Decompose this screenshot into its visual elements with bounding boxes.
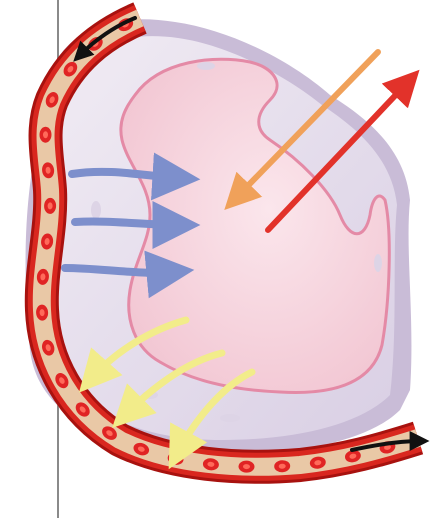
blue-arrow — [75, 222, 178, 225]
blue-arrow — [65, 268, 172, 273]
